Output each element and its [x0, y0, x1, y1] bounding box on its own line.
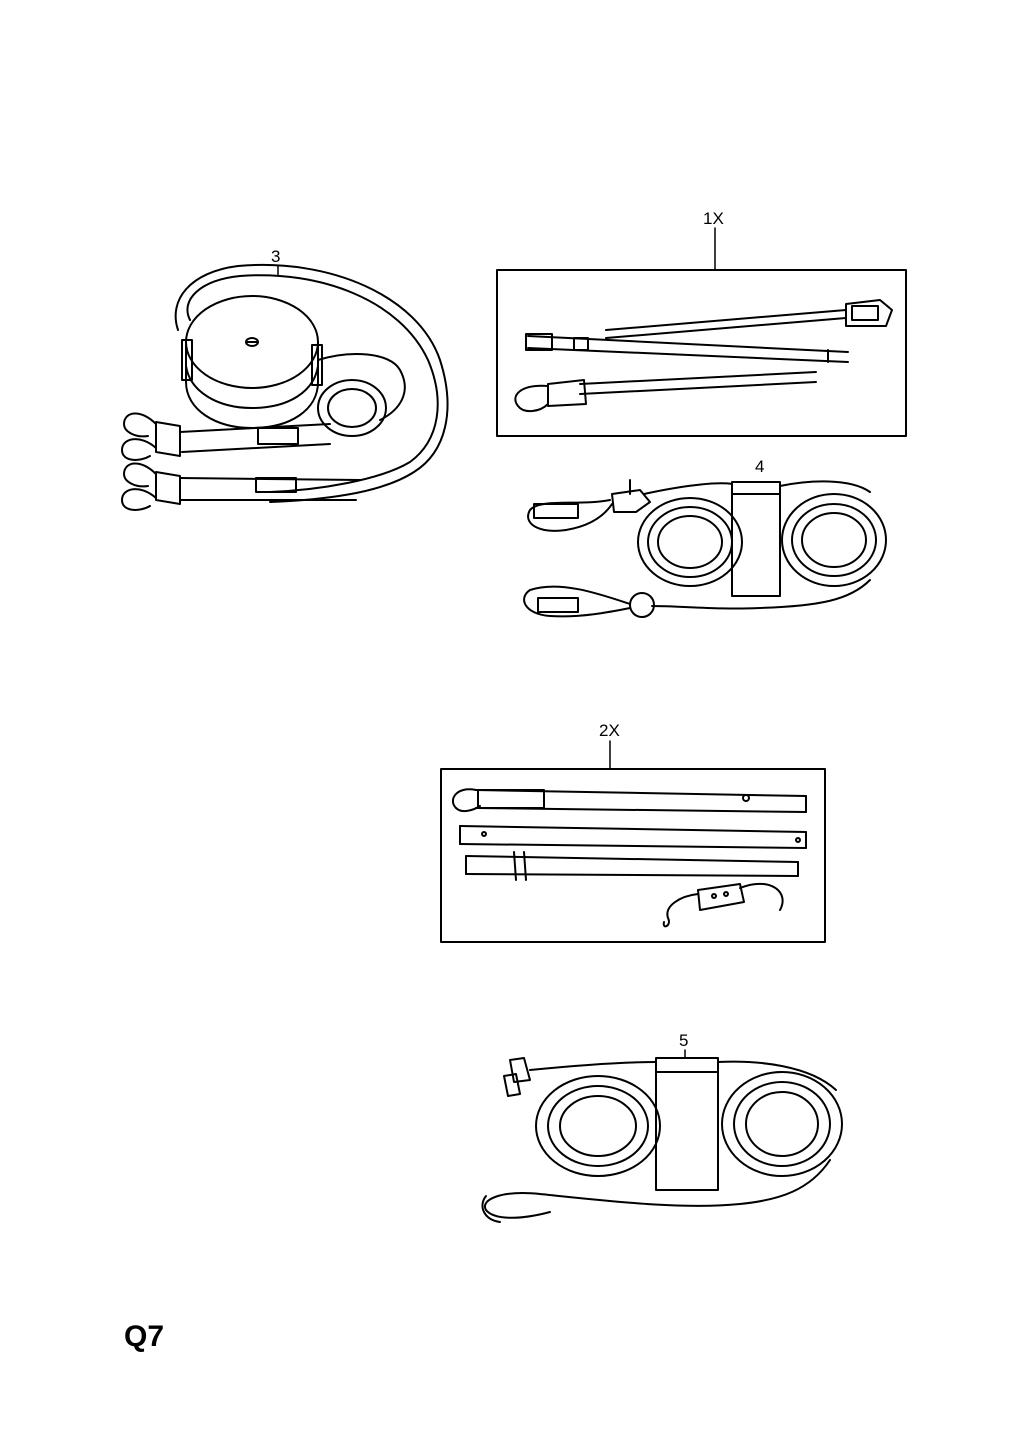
tow-rope-coil-icon [481, 1049, 843, 1223]
callout-label-4: 4 [755, 457, 765, 476]
tow-bar-kit-icon [496, 227, 907, 437]
tow-rope-with-hooks-icon [523, 479, 887, 618]
page-code: Q7 [124, 1320, 165, 1353]
callout-label-1x: 1X [703, 209, 724, 228]
callout-label-2x: 2X [599, 721, 620, 740]
callout-label-5: 5 [679, 1031, 689, 1050]
callout-label-3: 3 [271, 247, 281, 266]
tow-pole-kit-icon [440, 740, 826, 943]
tow-strap-reel-icon [121, 264, 449, 511]
